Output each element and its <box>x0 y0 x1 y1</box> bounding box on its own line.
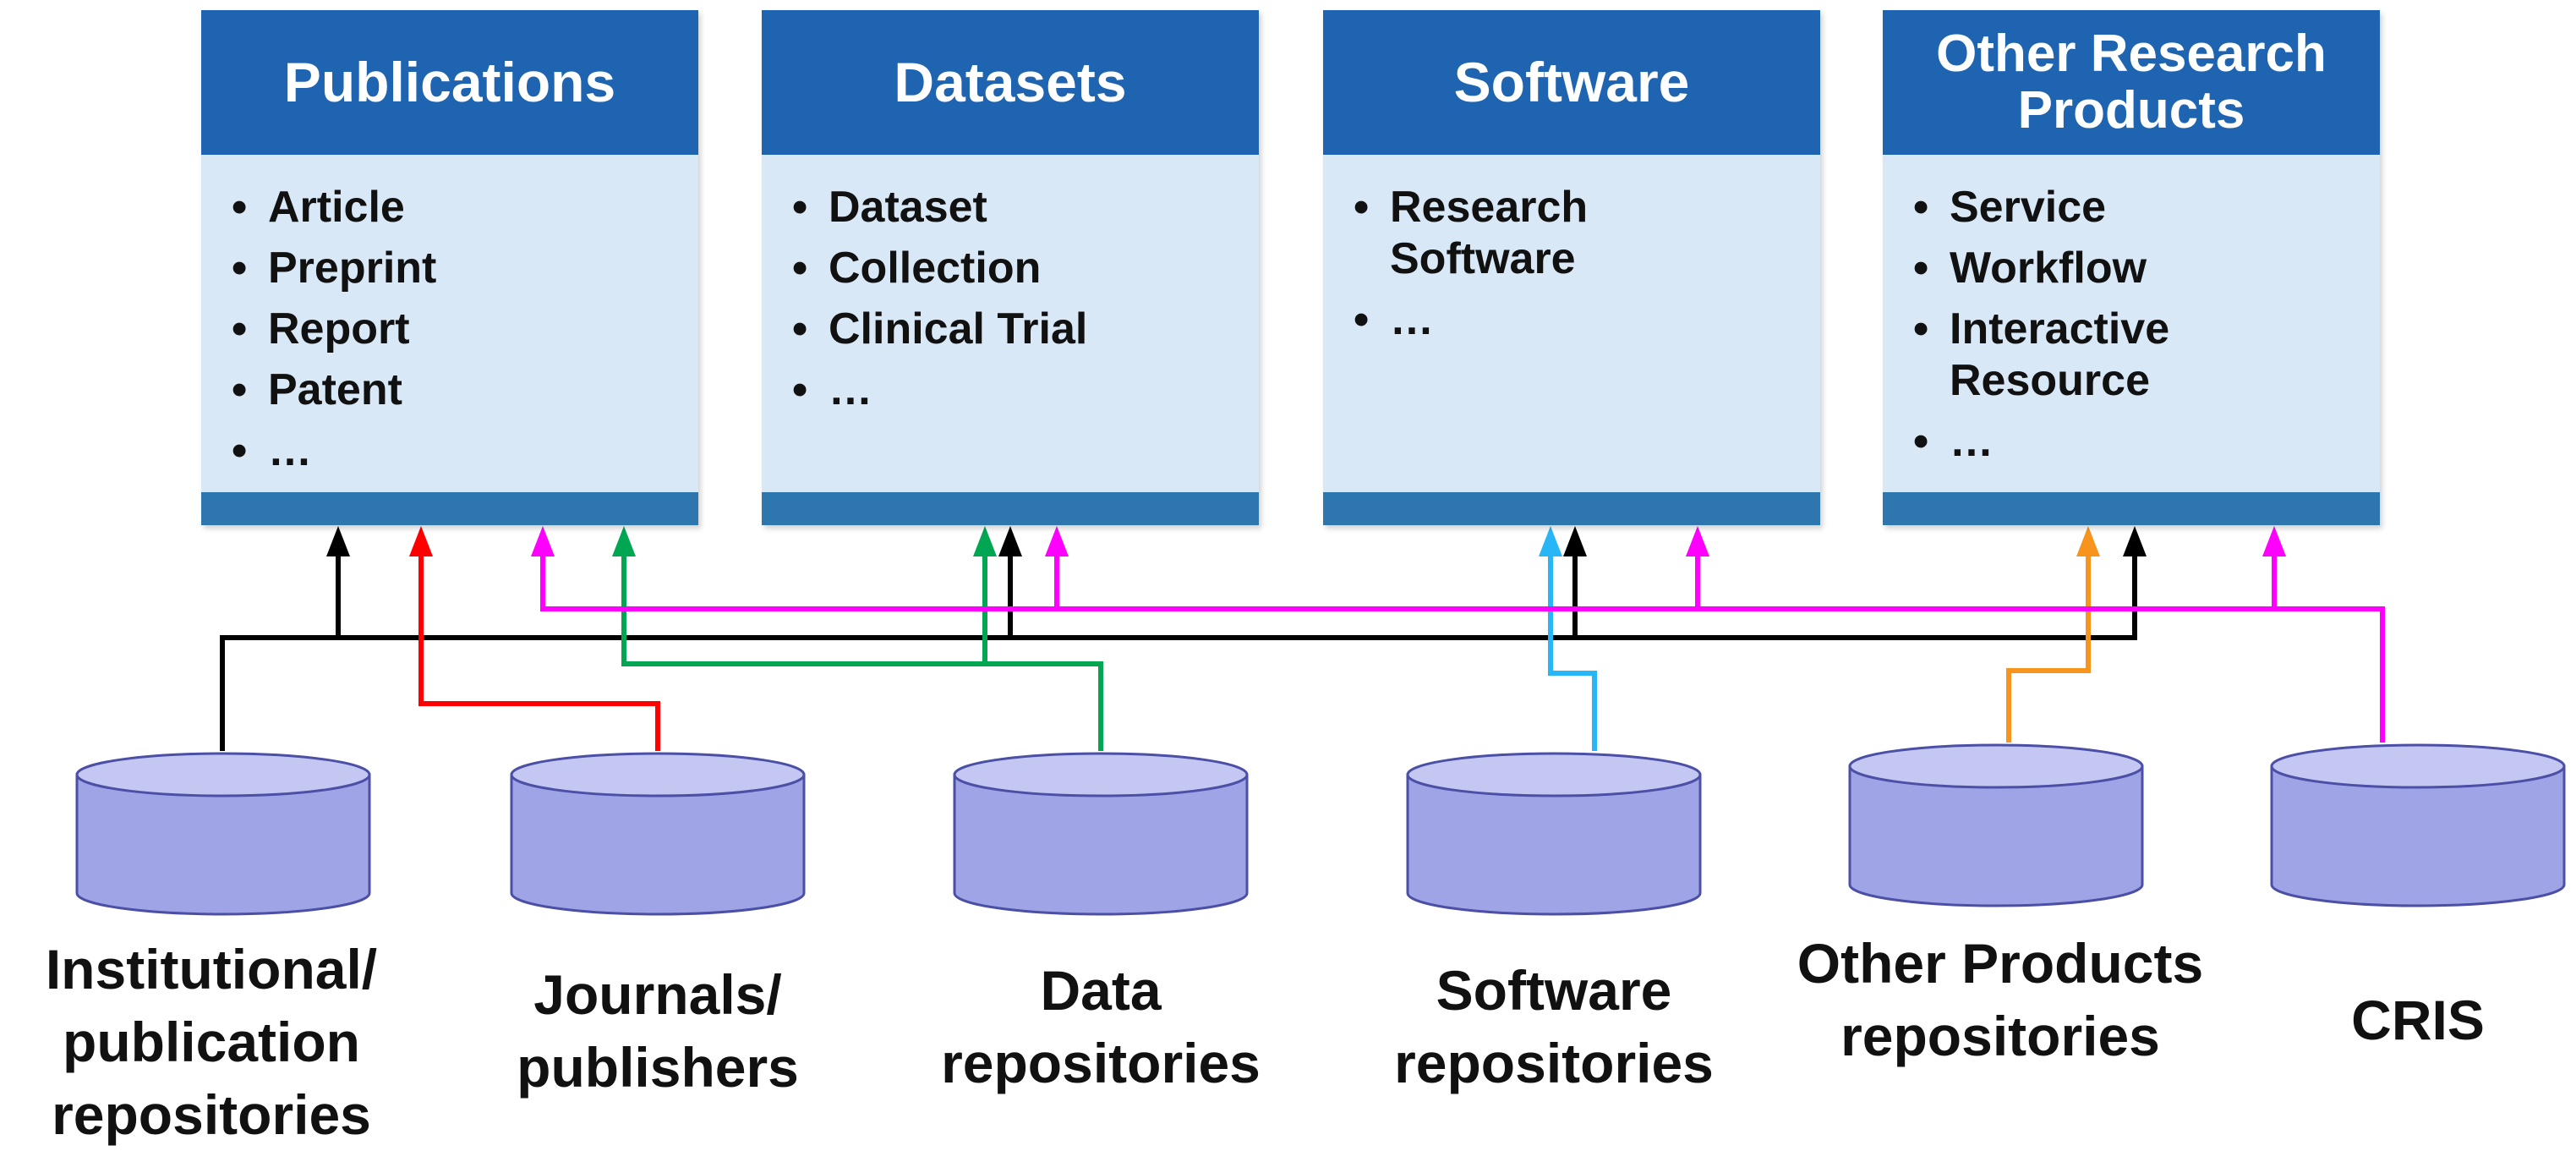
list-item: •Research Software <box>1354 183 1589 283</box>
category-title: Datasets <box>762 10 1259 155</box>
list-item: •… <box>1354 295 1434 344</box>
other-products-cylinder <box>1847 743 2145 908</box>
cris-cylinder <box>2269 743 2567 908</box>
list-item: •Service <box>1913 183 2107 232</box>
item-list: •Dataset •Collection •Clinical Trial •… <box>762 155 1259 416</box>
list-item: •Report <box>232 304 410 354</box>
item-list: •Service •Workflow •Interactive Resource… <box>1883 155 2380 468</box>
database-icon <box>953 752 1249 916</box>
list-item: •Workflow <box>1913 244 2147 293</box>
category-footer-bar <box>1883 492 2380 525</box>
category-body: •Dataset •Collection •Clinical Trial •… <box>762 155 1259 492</box>
item-list: •Research Software •… <box>1323 155 1820 346</box>
list-item: •… <box>232 426 312 475</box>
journals-connector <box>418 541 660 751</box>
list-item: •Interactive Resource <box>1913 304 2170 405</box>
list-item: •… <box>792 365 872 414</box>
list-item: •Dataset <box>792 183 987 232</box>
category-title: Other Research Products <box>1883 10 2380 155</box>
institutional-arrowheads <box>326 526 2147 556</box>
software-arrowhead <box>1539 526 1562 556</box>
item-list: •Article •Preprint •Report •Patent •… <box>201 155 698 477</box>
list-item: •Collection <box>792 244 1042 293</box>
category-body: •Service •Workflow •Interactive Resource… <box>1883 155 2380 492</box>
source-label: Journals/ publishers <box>517 963 799 1099</box>
list-item: •Preprint <box>232 244 437 293</box>
category-publications: Publications •Article •Preprint •Report … <box>201 10 698 525</box>
list-item: •Article <box>232 183 405 232</box>
list-item: •Clinical Trial <box>792 304 1088 354</box>
category-footer-bar <box>762 492 1259 525</box>
category-software: Software •Research Software •… <box>1323 10 1820 525</box>
source-label: Institutional/ publication repositories <box>45 938 378 1146</box>
source-label: Other Products repositories <box>1797 932 2204 1067</box>
database-icon <box>1406 752 1702 916</box>
journals-cylinder <box>509 751 807 917</box>
category-title: Publications <box>201 10 698 155</box>
source-label: Software repositories <box>1394 959 1714 1094</box>
category-footer-bar <box>201 492 698 525</box>
category-datasets: Datasets •Dataset •Collection •Clinical … <box>762 10 1259 525</box>
category-footer-bar <box>1323 492 1820 525</box>
data-connector <box>621 541 1103 751</box>
category-body: •Article •Preprint •Report •Patent •… <box>201 155 698 492</box>
institutional-repository-cylinder <box>74 751 372 917</box>
cris-connector <box>540 541 2385 743</box>
database-icon <box>75 752 371 916</box>
list-item: •Patent <box>232 365 402 414</box>
database-icon <box>2270 743 2566 907</box>
database-icon <box>1848 743 2144 907</box>
database-icon <box>510 752 806 916</box>
other-products-arrowhead <box>2076 526 2100 556</box>
institutional-connector <box>220 541 2137 751</box>
cris-arrowheads <box>531 526 2286 556</box>
software-repositories-cylinder <box>1405 751 1703 917</box>
source-label: CRIS <box>2351 989 2485 1051</box>
journals-arrowhead <box>409 526 433 556</box>
category-body: •Research Software •… <box>1323 155 1820 492</box>
category-other-research-products: Other Research Products •Service •Workfl… <box>1883 10 2380 525</box>
data-arrowheads <box>612 526 997 556</box>
data-repositories-cylinder <box>952 751 1250 917</box>
list-item: •… <box>1913 417 1994 466</box>
source-label: Data repositories <box>941 959 1261 1094</box>
category-title: Software <box>1323 10 1820 155</box>
other-products-connector <box>2006 541 2091 743</box>
